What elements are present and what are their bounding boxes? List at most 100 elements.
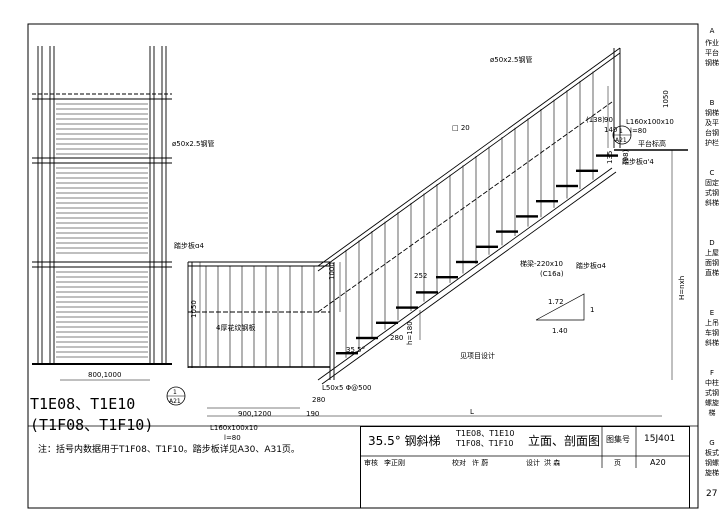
dim-h-side: 1050 [190,300,198,318]
dim-190: 190 [306,410,319,418]
drawing-labels: ø50x2.5钢管 ø50x2.5钢管 踏步板ɑ4 踏步板ɑ4 踏步板ɑ'4 □… [88,55,717,499]
tb-page-no: A20 [650,458,666,467]
side-tab-letter: G [709,439,715,447]
stair-tread [376,321,398,324]
stair-tread [516,215,538,218]
dim-h-top: 1050 [662,90,670,108]
side-tab-text: 平台 [705,49,719,57]
label-stringer: 梯梁-220x10 [520,259,563,268]
page-footer: 27 [706,489,717,499]
label-platform: 平台标高 [638,139,666,148]
side-tab-text: 斜梯 [705,199,719,207]
side-tab-text: 旋梯 [705,469,719,477]
label-tread-top: 踏步板ɑ'4 [622,157,654,166]
stair-rails [317,47,688,385]
section-view [32,46,172,365]
tb-check: 校对 [452,459,466,467]
stair-tread [356,336,378,340]
side-tab-text: 斜梯 [705,339,719,347]
stair-tread [416,291,438,294]
dim-138: (138) [586,116,605,124]
callout-page-2: A21 [169,398,181,405]
side-tab-text: 台钢 [705,129,719,137]
side-tab-text: 固定 [705,179,719,187]
stair-tread [576,169,598,172]
side-tab-text: 螺旋 [705,399,719,407]
side-tab-top[interactable]: A [698,26,726,36]
stair-tread [396,306,418,309]
label-checker-plate: 4厚花纹钢板 [216,323,255,332]
dim-900: 900,1200 [238,410,271,418]
title-block-grid [360,426,690,508]
side-tab-text: 式钢 [705,189,719,197]
sheet-frame [27,23,699,509]
side-tab-text: 护栏 [705,139,719,147]
dim-h: h=180 [406,321,414,345]
side-tab-text: 上屋 [705,249,719,257]
stair-tread [496,230,518,233]
tb-checker: 许 蔚 [472,459,489,467]
stair-tread [436,276,458,279]
label-by-project: 见项目设计 [460,351,495,360]
side-tab-text: 钢梯 [705,59,719,67]
label-angle-bottom-l: l=80 [224,434,241,442]
side-tab-text: 式钢 [705,389,719,397]
callout-num-2: 1 [173,389,177,396]
stair-tread [556,184,578,188]
side-tab-0[interactable]: 作业平台钢梯 [698,38,726,68]
detail-callout-top [612,125,632,145]
landing-rail [187,261,330,368]
side-tab-text: 板式 [705,449,719,457]
stair-treads [336,154,618,355]
label-tread-right: 踏步板ɑ4 [576,261,606,270]
slope-b: 1 [590,306,594,314]
tb-designer: 洪 森 [544,459,561,467]
side-tab-letter: E [709,309,715,317]
drawing-mark-main: T1E08、T1E10 [30,395,136,413]
stair-balusters [345,71,594,358]
stair-tread [536,200,558,203]
stair-tread [476,245,498,248]
dim-90: 90 [604,116,613,124]
slope-c: 1.40 [552,327,568,335]
label-pipe-left: ø50x2.5钢管 [172,139,214,148]
dim-280b: 280 [312,396,325,404]
footnote: 注：括号内数据用于T1F08、T1F10。踏步板详见A30、A31页。 [38,445,300,455]
tb-codes-2: T1F08、T1F10 [456,439,514,448]
dim-280: 280 [390,334,403,342]
drawing-mark-alt: (T1F08、T1F10) [30,416,154,434]
label-angle-deg: 35.5° [346,346,365,354]
side-tab-letter: D [709,239,715,247]
label-anchor: L50x5 Φ@500 [322,384,372,392]
landing-balusters [205,266,315,367]
dim-L: L [470,408,474,416]
tb-design: 设计 [526,459,540,467]
label-stringer-alt: (C16a) [540,270,564,278]
callout-page: A21 [615,137,627,144]
label-angle-top: L160x100x10 [626,118,674,126]
tb-title: 35.5° 钢斜梯 [368,434,441,448]
dim-width-left: 800,1000 [88,371,121,379]
section-treads [56,103,148,358]
dim-98: (98) [622,149,630,164]
label-square-tube: □ 20 [452,124,470,132]
side-tab-text: 中柱 [705,379,719,387]
side-tab-text: 上吊 [705,319,719,327]
detail-callout-bottom [166,386,186,406]
tb-atlas-no: 15J401 [644,434,676,444]
side-tab-letter: B [709,99,715,107]
label-tread-left: 踏步板ɑ4 [174,241,204,250]
dim-135: 135 [606,151,614,164]
label-angle-bottom: L160x100x10 [210,424,258,432]
tb-reviewer: 李正刚 [384,459,405,467]
stair-tread [336,352,358,355]
side-tab-text: 作业 [705,39,719,47]
